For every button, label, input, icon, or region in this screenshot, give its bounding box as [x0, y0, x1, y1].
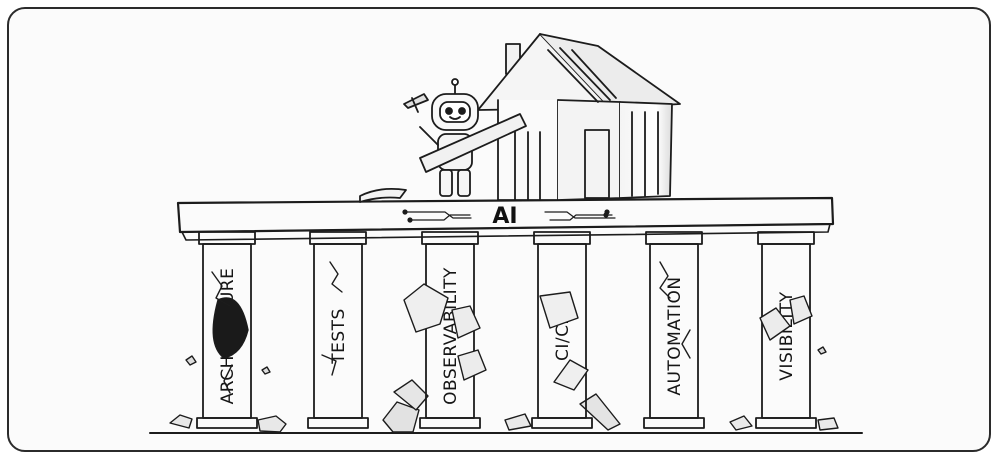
damage-marks	[211, 261, 813, 394]
robot-builder	[359, 78, 527, 203]
pillar-base	[643, 417, 705, 429]
pillar-capital	[198, 231, 256, 245]
pillar-ci-cd: CI/CD	[531, 231, 593, 429]
pillar-label: TESTS	[329, 308, 349, 365]
pillar-capital	[533, 231, 591, 245]
pillar-tests: TESTS	[307, 231, 369, 429]
beam-label: AI	[492, 204, 517, 229]
pillar-automation: AUTOMATION	[643, 231, 705, 429]
house-under-construction	[477, 33, 681, 201]
pillar-base	[307, 417, 369, 429]
pillar-base	[419, 417, 481, 429]
rubble	[169, 346, 839, 433]
pillar-base	[196, 417, 258, 429]
illustration-frame	[7, 7, 991, 452]
pillar-label: AUTOMATION	[665, 276, 685, 395]
pillar-base	[531, 417, 593, 429]
pillars-layer: ARCHITECTURETESTSOBSERVABILITYCI/CDAUTOM…	[196, 231, 817, 429]
pillar-base	[755, 417, 817, 429]
ai-beam: AI	[176, 196, 835, 241]
pillar-capital	[757, 231, 815, 245]
pillar-capital	[421, 231, 479, 245]
